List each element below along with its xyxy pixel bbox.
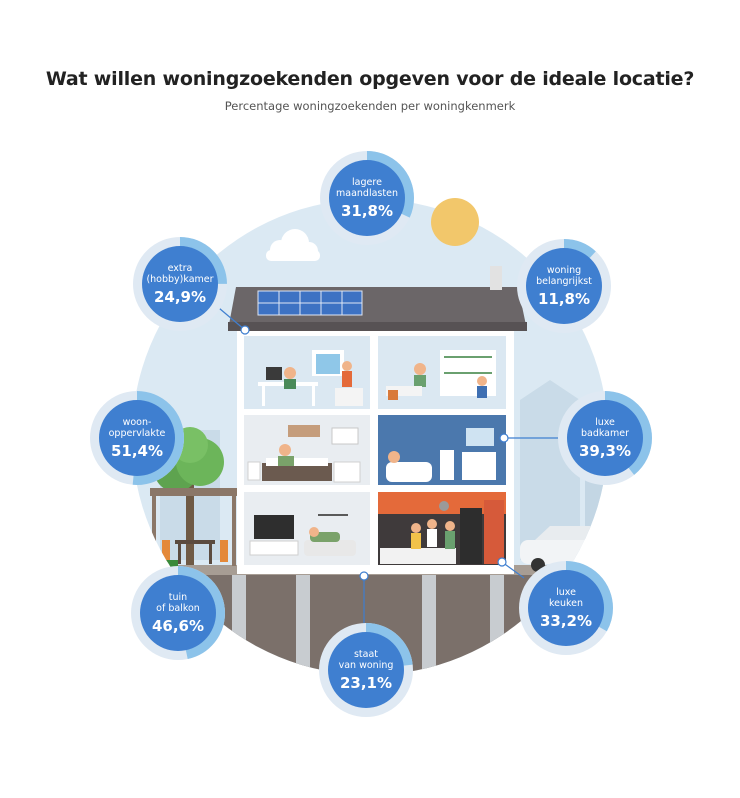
progress-ring [319,623,413,717]
progress-ring [558,391,652,485]
sun-icon [431,198,479,246]
badge-lagere-maandlasten: lagere maandlasten 31,8% [319,150,415,246]
badge-staat-van-woning: staat van woning 23,1% [318,622,414,718]
badge-label: woon- oppervlakte [108,416,166,439]
badge-value: 23,1% [339,673,393,692]
badge-label: luxe keuken [548,586,584,609]
badge-value: 51,4% [110,441,164,460]
tree-icon [186,475,194,565]
chimney [490,266,502,290]
badge-value: 46,6% [151,616,205,635]
badge-value: 11,8% [537,289,591,308]
cloud-icon [266,229,320,261]
badge-label: luxe badkamer [580,416,630,439]
page-title: Wat willen woningzoekenden opgeven voor … [45,68,695,90]
badge-label: staat van woning [338,648,394,671]
progress-ring [131,566,225,660]
progress-ring [517,239,611,333]
badge-label: woning belangrijkst [536,264,592,287]
badge-value: 33,2% [539,611,593,630]
badge-label: lagere maandlasten [336,176,398,199]
pergola [150,488,240,496]
badge-extra-hobbykamer: extra (hobby)kamer 24,9% [132,236,228,332]
progress-ring [133,237,227,331]
badge-woning-belangrijkst: woning belangrijkst 11,8% [516,238,612,334]
page-subtitle: Percentage woningzoekenden per woningken… [224,99,516,113]
badge-value: 24,9% [153,287,207,306]
progress-ring [320,151,414,245]
badge-woonoppervlakte: woon- oppervlakte 51,4% [89,390,185,486]
badge-value: 31,8% [340,201,394,220]
badge-label: extra (hobby)kamer [146,262,214,285]
badge-label: tuin of balkon [156,591,200,614]
progress-ring [90,391,184,485]
badge-luxe-badkamer: luxe badkamer 39,3% [557,390,653,486]
connector-dots [240,325,509,581]
solar-panel-icon [257,290,363,316]
badge-value: 39,3% [578,441,632,460]
progress-ring [519,561,613,655]
badge-luxe-keuken: luxe keuken 33,2% [518,560,614,656]
badge-tuin-of-balkon: tuin of balkon 46,6% [130,565,226,661]
